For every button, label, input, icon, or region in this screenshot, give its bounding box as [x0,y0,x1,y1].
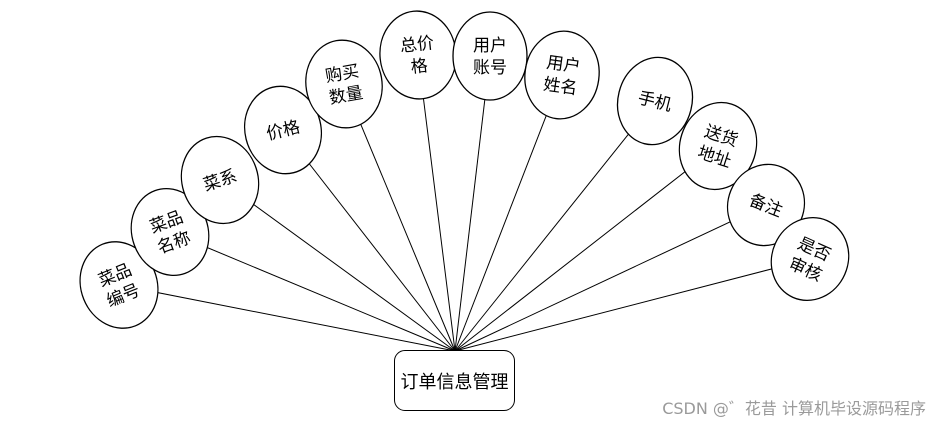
attribute-label-total-price-line2: 格 [410,56,429,78]
watermark: CSDN @゛花昔 计算机毕设源码程序 [662,399,926,418]
attribute-ellipse-quantity [305,39,383,129]
attribute-ellipse-dish-id [79,241,159,329]
attribute-label-user-account-line1: 用户 [473,36,507,56]
connector-user-account [454,55,491,352]
attribute-label-total-price-line1: 总价 [399,33,435,56]
attribute-ellipse-address [678,101,758,191]
attribute-ellipse-cuisine [180,135,260,225]
connector-dish-name [169,231,456,352]
connector-cuisine [219,179,456,352]
connector-address [454,145,719,352]
attribute-cuisine: 菜系 [180,135,260,225]
attribute-label-user-account-line2: 账号 [473,58,507,78]
attribute-remark: 备注 [726,163,806,247]
connector-phone [454,100,656,352]
attribute-ellipse-user-name [524,30,600,120]
connector-dish-id [118,284,456,352]
entity-label: 订单信息管理 [400,371,509,393]
attribute-price: 价格 [243,85,323,175]
connector-quantity [343,83,456,352]
attribute-ellipse-total-price [379,10,457,100]
attribute-ellipse-price [243,85,323,175]
attribute-ellipse-phone [616,56,694,146]
connector-approved [454,258,811,352]
attribute-label-user-name-line2: 姓名 [542,75,578,100]
attribute-ellipse-approved [770,216,850,302]
attribute-label-user-name-line1: 用户 [545,53,581,78]
connector-remark [454,204,767,352]
connector-user-name [454,74,563,352]
connector-total-price [417,54,456,352]
attribute-ellipse-user-account [452,11,528,101]
attribute-total-price: 总价格 [379,10,457,100]
attribute-phone: 手机 [616,56,694,146]
connector-price [282,129,456,352]
entity-order-management: 订单信息管理 [394,350,515,411]
